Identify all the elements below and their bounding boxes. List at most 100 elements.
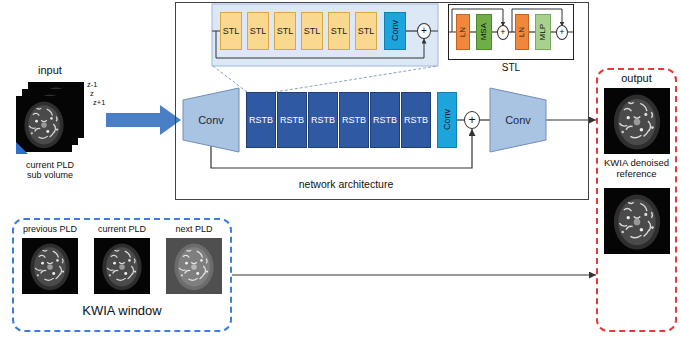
plain-label: input [25, 64, 75, 77]
text-slot: input [25, 64, 75, 77]
sum-node: + [417, 23, 431, 39]
node-text: MSA [480, 23, 488, 40]
text-slot: STL [448, 62, 574, 74]
rstb-block: RSTB [339, 92, 369, 148]
connector-layer [211, 31, 596, 275]
rstb-block: RSTB [308, 92, 338, 148]
node-text: STL [277, 27, 294, 36]
node-text: Conv [443, 109, 452, 130]
text-slot: output [598, 72, 675, 85]
node-text: STL [250, 27, 267, 36]
trapezoid-shape [183, 88, 239, 152]
slice-corner [16, 142, 28, 154]
node-text: STL [304, 27, 321, 36]
node-text: + [559, 28, 564, 37]
text-slot: current PLD [86, 224, 158, 234]
output-panel: outputKWIA denoised reference [596, 68, 677, 332]
text-slot: z+1 [93, 99, 119, 108]
node-text: STL [223, 27, 240, 36]
stl-inset-panel [448, 4, 574, 60]
node-text: RSTB [342, 116, 366, 125]
connector [232, 274, 596, 275]
node-text: RSTB [373, 116, 397, 125]
architecture-frame: network architecture STL STL STL STL STL STL Co… [175, 2, 589, 200]
node-text: RSTB [311, 116, 335, 125]
node-text: Conv [391, 20, 400, 41]
stl-block: STL [301, 12, 324, 50]
sum-node: + [497, 25, 509, 40]
stl-block: STL [274, 12, 297, 50]
kwia-window-panel: previous PLDcurrent PLDnext PLD KWIA wind… [12, 218, 232, 332]
text-slot: KWIA denoised reference [601, 158, 672, 180]
node-text: previous PLD [14, 224, 86, 234]
text-slot: network architecture [271, 178, 421, 190]
pld-image [94, 238, 150, 294]
stl-block: STL [355, 12, 378, 50]
node-text: STL [331, 27, 348, 36]
stl-block: STL [328, 12, 351, 50]
plain-label: z [90, 90, 116, 99]
text-slot: z-1 [87, 81, 113, 90]
reference-image [604, 188, 670, 254]
connector [406, 30, 417, 31]
plain-label: z+1 [93, 99, 119, 108]
conv-trapezoid: Conv [490, 88, 546, 152]
sum-node: + [464, 111, 480, 129]
stl-block: STL [220, 12, 243, 50]
node-text: current PLD [86, 224, 158, 234]
stl-inset: STLLNMSA+LNMLP+ [448, 4, 574, 60]
node-text: STL [448, 62, 574, 74]
stl-block: STL [247, 12, 270, 50]
output-image [604, 88, 670, 154]
conv-block: Conv [384, 12, 406, 50]
text-slot: next PLD [158, 224, 230, 234]
rstb-inset-panel [212, 4, 438, 66]
node-text: KWIA denoised reference [601, 158, 672, 180]
conv-block: Conv [437, 92, 457, 148]
node-text: + [500, 28, 505, 37]
text-slot: z [90, 90, 116, 99]
layer-norm: LN [515, 14, 529, 50]
trapezoid-shape [490, 88, 546, 152]
node-text: LN [459, 27, 467, 37]
node-text: next PLD [158, 224, 230, 234]
node-text: output [598, 72, 675, 85]
pld-image [22, 238, 78, 294]
node-text: MLP [539, 24, 547, 40]
node-text: LN [518, 27, 526, 37]
node-text: STL [358, 27, 375, 36]
node-text: Conv [198, 115, 224, 126]
node-text: RSTB [249, 116, 273, 125]
text-slot: previous PLD [14, 224, 86, 234]
rstb-block: RSTB [370, 92, 400, 148]
text-slot: current PLD sub volume [18, 160, 82, 181]
zoom-line [275, 66, 437, 92]
plain-label: z-1 [87, 81, 113, 90]
inset-wire [431, 31, 438, 32]
pld-image [166, 238, 222, 294]
sum-node: + [556, 25, 568, 40]
mlp-block: MLP [535, 14, 551, 50]
conv-trapezoid: Conv [183, 88, 239, 152]
node-text: network architecture [271, 178, 421, 190]
rstb-block: RSTB [246, 92, 276, 148]
connector [480, 119, 490, 120]
node-text: + [468, 114, 475, 126]
rstb-block: RSTB [401, 92, 431, 148]
zoom-line [213, 66, 247, 92]
plain-label: current PLD sub volume [18, 160, 82, 181]
node-text: RSTB [404, 116, 428, 125]
input-slice [16, 96, 72, 152]
attention-block: MSA [476, 14, 492, 50]
node-text: Conv [505, 115, 531, 126]
node-text: + [421, 26, 427, 36]
node-text: RSTB [280, 116, 304, 125]
text-slot: KWIA window [14, 304, 230, 319]
node-text: KWIA window [14, 304, 230, 319]
layer-norm: LN [456, 14, 470, 50]
input-arrow [106, 105, 181, 135]
rstb-block: RSTB [277, 92, 307, 148]
